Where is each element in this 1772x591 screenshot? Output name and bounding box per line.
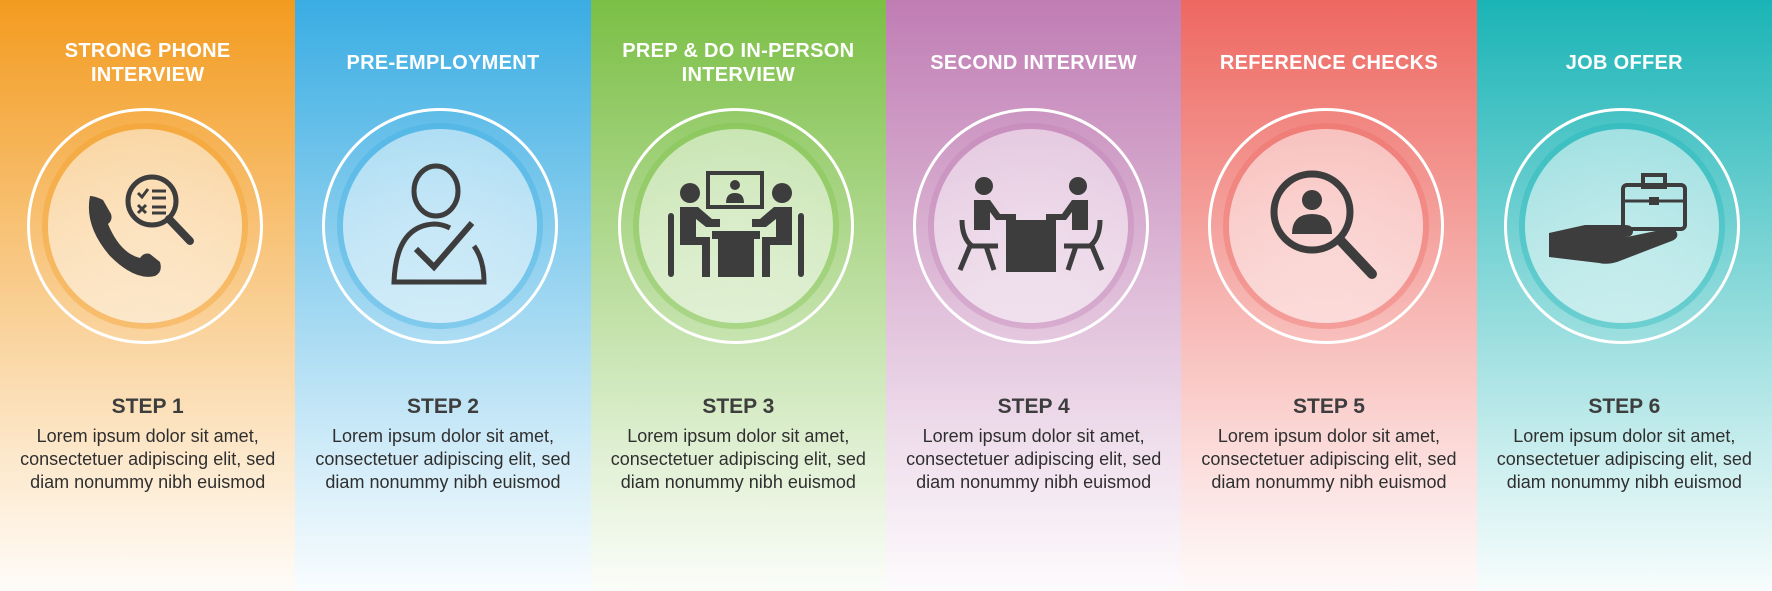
step-number: STEP 2	[407, 395, 479, 418]
interview-table-icon	[957, 177, 1105, 272]
step-number: STEP 5	[1292, 395, 1365, 418]
step-3-panel: PREP & DO IN-PERSON INTERVIEW STEP 3 Lor…	[590, 0, 886, 591]
icon-circle	[322, 108, 559, 344]
step-description: Lorem ipsum dolor sit amet, consectetuer…	[906, 426, 1162, 492]
step-title: REFERENCE CHECKS	[1219, 52, 1439, 74]
step-title: PRE-EMPLOYMENT	[346, 52, 540, 74]
step-description: Lorem ipsum dolor sit amet, consectetuer…	[1201, 426, 1457, 492]
icon-circle	[1503, 108, 1740, 344]
video-meeting-icon	[667, 171, 804, 277]
person-search-icon	[1270, 170, 1378, 279]
step-description: Lorem ipsum dolor sit amet, consectetuer…	[315, 426, 571, 492]
hand-briefcase-icon	[1548, 173, 1687, 264]
step-description: Lorem ipsum dolor sit amet, consectetuer…	[1496, 426, 1752, 492]
step-number: STEP 3	[702, 395, 775, 418]
step-1-panel: STRONG PHONE INTERVIEW STEP 1 Lorem ipsu…	[0, 0, 296, 591]
icon-circle	[912, 108, 1149, 344]
phone-search-icon	[88, 174, 194, 277]
step-number: STEP 4	[997, 395, 1070, 418]
icon-circle	[1208, 108, 1445, 344]
step-title: JOB OFFER	[1565, 52, 1683, 74]
step-number: STEP 6	[1588, 395, 1661, 418]
step-5-panel: REFERENCE CHECKS STEP 5 Lorem ipsum dolo…	[1181, 0, 1477, 591]
icon-circle	[617, 108, 854, 344]
step-6-panel: JOB OFFER STEP 6 Lorem ipsum dolor sit a…	[1476, 0, 1772, 591]
step-title: PREP & DO IN-PERSON INTERVIEW	[622, 40, 855, 86]
step-title: STRONG PHONE INTERVIEW	[64, 40, 231, 86]
step-2-panel: PRE-EMPLOYMENT STEP 2 Lorem ipsum dolor …	[295, 0, 591, 591]
step-title: SECOND INTERVIEW	[930, 52, 1137, 74]
step-4-panel: SECOND INTERVIEW STEP 4 Lorem ipsum dolo…	[885, 0, 1182, 591]
user-check-icon	[391, 163, 487, 285]
step-description: Lorem ipsum dolor sit amet, consectetuer…	[20, 426, 276, 492]
step-description: Lorem ipsum dolor sit amet, consectetuer…	[610, 426, 866, 492]
step-number: STEP 1	[111, 395, 184, 418]
icon-circle	[27, 108, 263, 344]
